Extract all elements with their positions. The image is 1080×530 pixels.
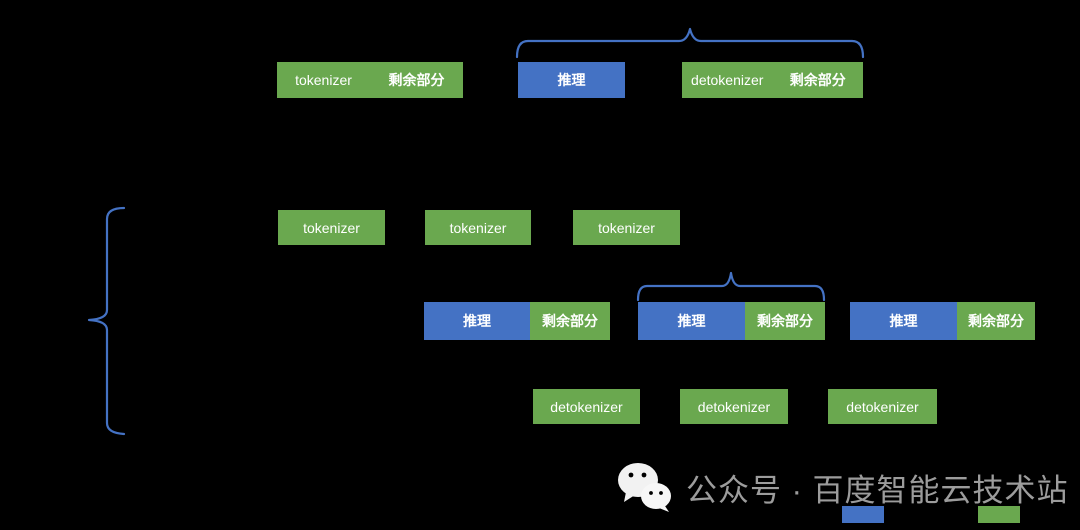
serial-tokenizer-block: tokenizer 剩余部分 xyxy=(277,62,463,98)
wechat-icon xyxy=(618,463,671,512)
pipeline-remainder-block: 剩余部分 xyxy=(745,302,825,340)
tokenizer-label: tokenizer xyxy=(295,72,352,88)
pipeline-detokenizer-block: detokenizer xyxy=(680,389,788,424)
pipeline-remainder-block: 剩余部分 xyxy=(957,302,1035,340)
detokenizer-label: detokenizer xyxy=(550,398,623,415)
detokenizer-label: detokenizer xyxy=(846,398,919,415)
pipeline-remainder-block: 剩余部分 xyxy=(530,302,610,340)
pipeline-detokenizer-block: detokenizer xyxy=(533,389,640,424)
tokenizer-label: tokenizer xyxy=(598,219,655,236)
legend-swatch-inference xyxy=(842,506,884,523)
remainder-label: 剩余部分 xyxy=(789,72,846,88)
pipeline-inference-block: 推理 xyxy=(850,302,957,340)
detokenizer-label: detokenizer xyxy=(697,398,771,415)
watermark: 公众号 · 百度智能云技术站 xyxy=(616,461,1069,513)
remainder-label: 剩余部分 xyxy=(968,313,1024,329)
inference-label: 推理 xyxy=(889,313,918,329)
tokenizer-label: tokenizer xyxy=(449,219,507,236)
pipeline-detokenizer-block: detokenizer xyxy=(828,389,937,424)
watermark-text: 公众号 · 百度智能云技术站 xyxy=(686,472,1069,508)
remainder-label: 剩余部分 xyxy=(757,313,813,329)
inference-label: 推理 xyxy=(677,313,706,329)
middle-pair-brace xyxy=(636,271,826,302)
serial-inference-block: 推理 xyxy=(518,62,625,98)
pipeline-tokenizer-block: tokenizer xyxy=(425,210,531,245)
legend-swatch-tokenize xyxy=(978,506,1020,523)
pipeline-tokenizer-block: tokenizer xyxy=(278,210,385,245)
inference-label: 推理 xyxy=(557,72,586,88)
remainder-label: 剩余部分 xyxy=(542,313,598,329)
remainder-label: 剩余部分 xyxy=(388,72,445,88)
serial-detokenizer-block: detokenizer 剩余部分 xyxy=(682,62,863,98)
pipeline-tokenizer-block: tokenizer xyxy=(573,210,680,245)
inference-label: 推理 xyxy=(463,313,491,329)
pipeline-group-brace xyxy=(87,206,126,436)
top-group-brace xyxy=(515,27,865,59)
pipeline-inference-block: 推理 xyxy=(424,302,530,340)
tokenizer-label: tokenizer xyxy=(303,219,360,236)
detokenizer-label: detokenizer xyxy=(691,72,764,88)
pipeline-inference-block: 推理 xyxy=(638,302,745,340)
